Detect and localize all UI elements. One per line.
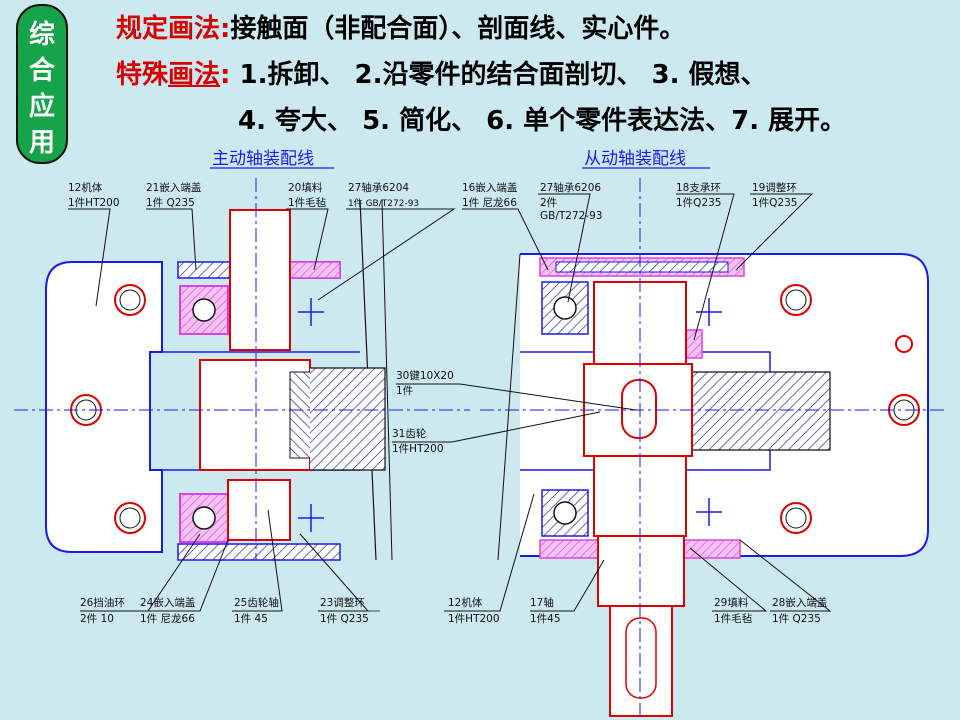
label-30-key: 30键10X20	[396, 369, 454, 382]
title-right: 从动轴装配线	[584, 149, 686, 169]
spec-27-bearing-left: 1件 GB/T272-93	[348, 197, 419, 209]
right-bolt-bottom	[780, 502, 812, 534]
label-29-filler: 29填料	[714, 596, 749, 609]
special-method-label-b: 画法	[168, 60, 221, 90]
title-left: 主动轴装配线	[212, 149, 314, 169]
label-24-cap: 24嵌入端盖	[140, 596, 196, 609]
spec-17-shaft: 1件45	[530, 613, 561, 625]
label-26-oil-ring: 26挡油环	[80, 596, 125, 609]
spec-26-oil-ring: 2件 10	[80, 613, 114, 625]
label-27-bearing-right: 27轴承6206	[540, 181, 601, 194]
label-12-body-right: 12机体	[448, 596, 483, 609]
regular-method-text: 接触面（非配合面）、剖面线、实心件。	[230, 14, 686, 44]
right-key	[621, 379, 657, 439]
label-18-ring: 18支承环	[676, 182, 721, 194]
label-25-gear-shaft: 25齿轮轴	[234, 596, 279, 609]
spec-31-gear: 1件HT200	[392, 443, 444, 455]
spec-30-key: 1件	[396, 385, 413, 397]
spec-24-cap: 1件 尼龙66	[140, 612, 195, 625]
left-assembly	[14, 178, 470, 561]
label-27-bearing-left: 27轴承6204	[348, 181, 409, 194]
spec-29-filler: 1件毛毡	[714, 612, 753, 625]
label-17-shaft: 17轴	[530, 596, 554, 609]
left-bolt-bottom	[114, 502, 146, 534]
left-shaft-lower	[227, 479, 291, 541]
spec-12-body-right: 1件HT200	[448, 613, 500, 625]
label-31-gear: 31齿轮	[392, 427, 427, 440]
spec-23-adjust-ring: 1件 Q235	[320, 613, 369, 625]
left-gear-teeth	[289, 371, 313, 459]
left-bolt-top	[114, 284, 146, 316]
special-method-label-a: 特殊	[116, 60, 169, 90]
label-12-body-left: 12机体	[68, 181, 103, 194]
right-shaft-output	[597, 535, 685, 607]
std-27-bearing-right: GB/T272-93	[540, 210, 602, 222]
label-23-adjust-ring: 23调整环	[320, 596, 365, 609]
right-bolt-top	[780, 284, 812, 316]
special-method-colon: :	[220, 60, 231, 90]
spec-20-filler: 1件毛毡	[288, 196, 327, 209]
right-key-slot	[625, 617, 657, 699]
left-housing	[45, 261, 163, 553]
spec-25-gear-shaft: 1件 45	[234, 613, 268, 625]
label-21-cap: 21嵌入端盖	[146, 181, 202, 194]
topic-badge: 综 合 应 用	[16, 4, 68, 164]
header-line-3: 4. 夸大、 5. 简化、 6. 单个零件表达法、7. 展开。	[238, 100, 846, 137]
leader-lines	[68, 193, 832, 612]
badge-char-3: 应	[28, 92, 55, 122]
regular-method-label: 规定画法:	[116, 14, 231, 44]
left-bottom-cap	[177, 543, 341, 561]
badge-char-2: 合	[28, 56, 55, 86]
special-method-text: 1.拆卸、 2.沿零件的结合面剖切、 3. 假想、	[239, 60, 767, 90]
right-support-ring	[685, 329, 703, 359]
spec-27-bearing-right: 2件	[540, 197, 557, 209]
spec-28-cap: 1件 Q235	[772, 613, 821, 625]
right-bolt-small	[895, 335, 913, 353]
left-shaft-upper	[229, 209, 291, 351]
label-19-ring: 19调整环	[752, 181, 797, 194]
spec-16-cap: 1件 尼龙66	[462, 196, 517, 209]
header-line-2: 特殊画法: 1.拆卸、 2.沿零件的结合面剖切、 3. 假想、	[116, 54, 767, 91]
label-16-cap: 16嵌入端盖	[462, 181, 518, 194]
label-28-cap: 28嵌入端盖	[772, 596, 828, 609]
spec-18-ring: 1件Q235	[676, 197, 722, 209]
spec-19-ring: 1件Q235	[752, 197, 798, 209]
spec-21-cap: 1件 Q235	[146, 197, 195, 209]
right-assembly	[480, 178, 946, 717]
badge-char-4: 用	[28, 128, 55, 158]
header-line-1: 规定画法:接触面（非配合面）、剖面线、实心件。	[116, 8, 685, 45]
badge-char-1: 综	[28, 20, 55, 50]
special-method-text-cont: 4. 夸大、 5. 简化、 6. 单个零件表达法、7. 展开。	[238, 106, 847, 136]
spec-12-body-left: 1件HT200	[68, 197, 120, 209]
label-20-filler: 20填料	[288, 181, 323, 194]
left-mesh-gear	[310, 367, 386, 471]
